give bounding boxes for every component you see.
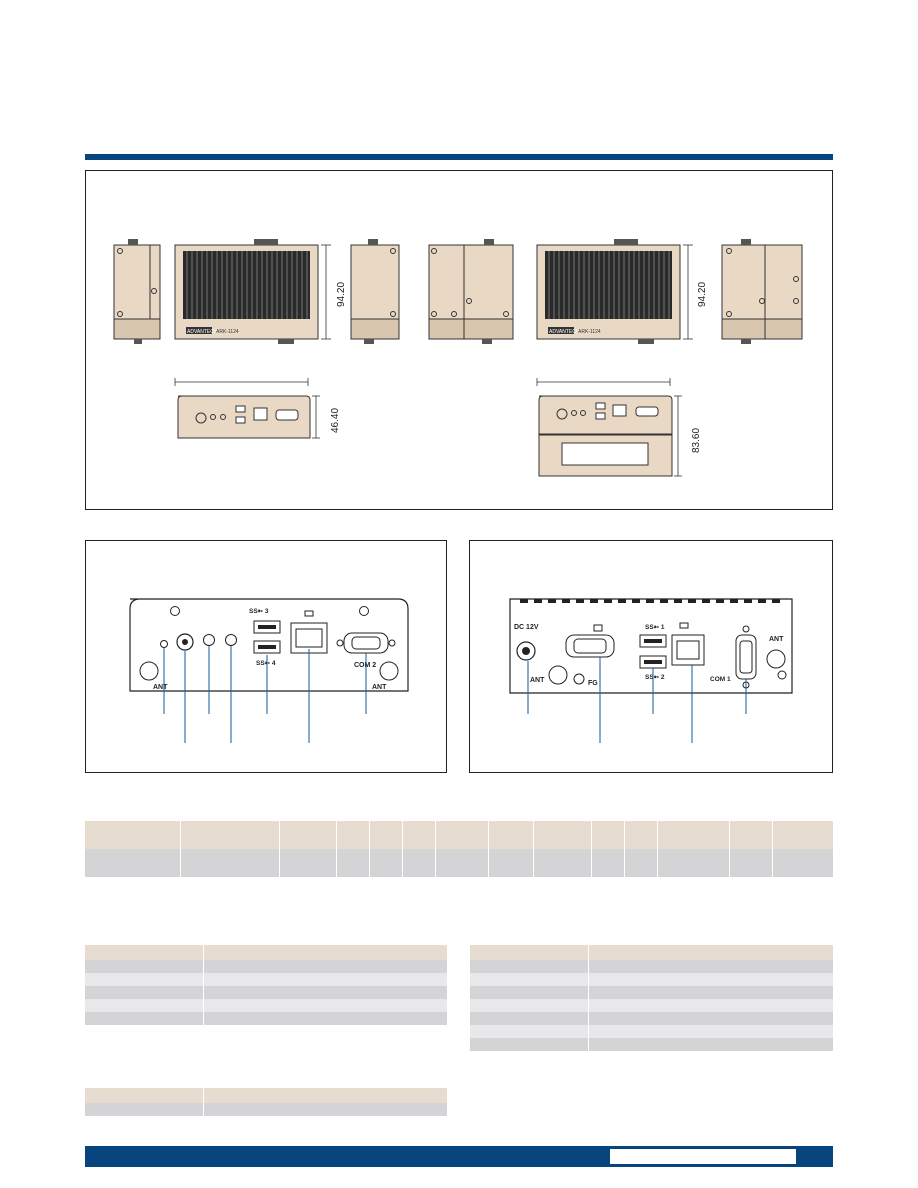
brand-plate [186, 327, 212, 334]
ant-left-label: ANT [153, 684, 168, 691]
height-label-b: 94.20 [697, 282, 708, 307]
depth-label-expansion: 83.60 [691, 428, 702, 453]
table-row [85, 973, 448, 986]
table-row [470, 973, 834, 986]
ant-right-label-rear: ANT [769, 636, 784, 643]
table-row [470, 1012, 834, 1025]
dc-label: DC 12V [514, 624, 539, 631]
usb-bottom-label: SS➳ 4 [256, 660, 276, 667]
front-io-drawing: SS➳ 3 SS➳ 4 COM 2 ANT ANT [129, 598, 409, 743]
footer-slot [610, 1149, 796, 1164]
audio-jack-icon [225, 634, 237, 646]
model-plate-text-b: ARK-1124 [578, 329, 601, 335]
top-view-heatsink: ADVANTECH ARK-1124 94.20 [174, 239, 347, 344]
ant-left-label-rear: ANT [530, 677, 545, 684]
front-callout-lines [163, 646, 367, 743]
depth-label-front: 46.40 [330, 408, 341, 433]
table-row [85, 986, 448, 999]
spec-table-small [85, 1088, 448, 1116]
brand-plate-text-b: ADVANTECH [549, 329, 580, 335]
dc-jack-icon [516, 641, 536, 661]
lan-icon [304, 610, 314, 617]
com-label: COM 2 [354, 662, 376, 669]
table-header-row [85, 1088, 448, 1103]
led-icon [160, 640, 168, 648]
fg-label: FG [588, 680, 598, 687]
table-row [470, 986, 834, 999]
table-row [470, 960, 834, 973]
expansion-side-view-right [721, 239, 803, 344]
table-row [85, 999, 448, 1012]
rear-io-panel: DC 12V SS➳ 1 SS➳ 2 COM 1 ANT ANT FG [469, 540, 833, 773]
brand-plate-text: ADVANTECH [187, 329, 218, 335]
side-view-right [350, 239, 400, 344]
usb-bottom-label-rear: SS➳ 2 [645, 674, 665, 681]
height-label-a: 94.20 [336, 282, 347, 307]
table-header-row [470, 945, 834, 960]
front-view-expansion: 83.60 [536, 378, 702, 477]
antenna-connector-icon [176, 633, 194, 651]
rear-callout-lines [527, 657, 747, 743]
model-plate-text: ARK-1124 [216, 329, 239, 335]
table-row [85, 960, 448, 973]
table-row [85, 849, 834, 877]
lan-icon-rear [679, 622, 689, 629]
expansion-top-view: ADVANTECH ARK-1124 94.20 [536, 239, 708, 344]
table-header-row [85, 821, 834, 849]
front-io-panel: SS➳ 3 SS➳ 4 COM 2 ANT ANT [85, 540, 447, 773]
table-header-row [85, 945, 448, 960]
table-row [85, 1103, 448, 1116]
ant-right-label: ANT [372, 684, 387, 691]
dimension-drawing: ADVANTECH ARK-1124 94.20 [113, 239, 803, 477]
table-row [470, 1025, 834, 1038]
com-label-rear: COM 1 [710, 676, 731, 683]
usb-top-label-rear: SS➳ 1 [645, 624, 665, 631]
rear-io-drawing: DC 12V SS➳ 1 SS➳ 2 COM 1 ANT ANT FG [509, 598, 793, 743]
header-rule [85, 154, 833, 160]
spec-table-left [85, 945, 448, 1025]
ground-screw-icon [573, 673, 585, 685]
table-row [85, 1012, 448, 1025]
spec-table-right [470, 945, 834, 1051]
table-row [470, 999, 834, 1012]
audio-jack-icon [203, 634, 215, 646]
ordering-table [85, 821, 834, 877]
front-view-small: 46.40 [174, 378, 341, 439]
table-row [470, 1038, 834, 1051]
usb-top-label: SS➳ 3 [249, 608, 269, 615]
side-view-left [113, 239, 161, 344]
monitor-icon [593, 624, 603, 632]
dimensions-panel: ADVANTECH ARK-1124 94.20 [85, 170, 833, 510]
expansion-side-view-left [428, 239, 514, 344]
